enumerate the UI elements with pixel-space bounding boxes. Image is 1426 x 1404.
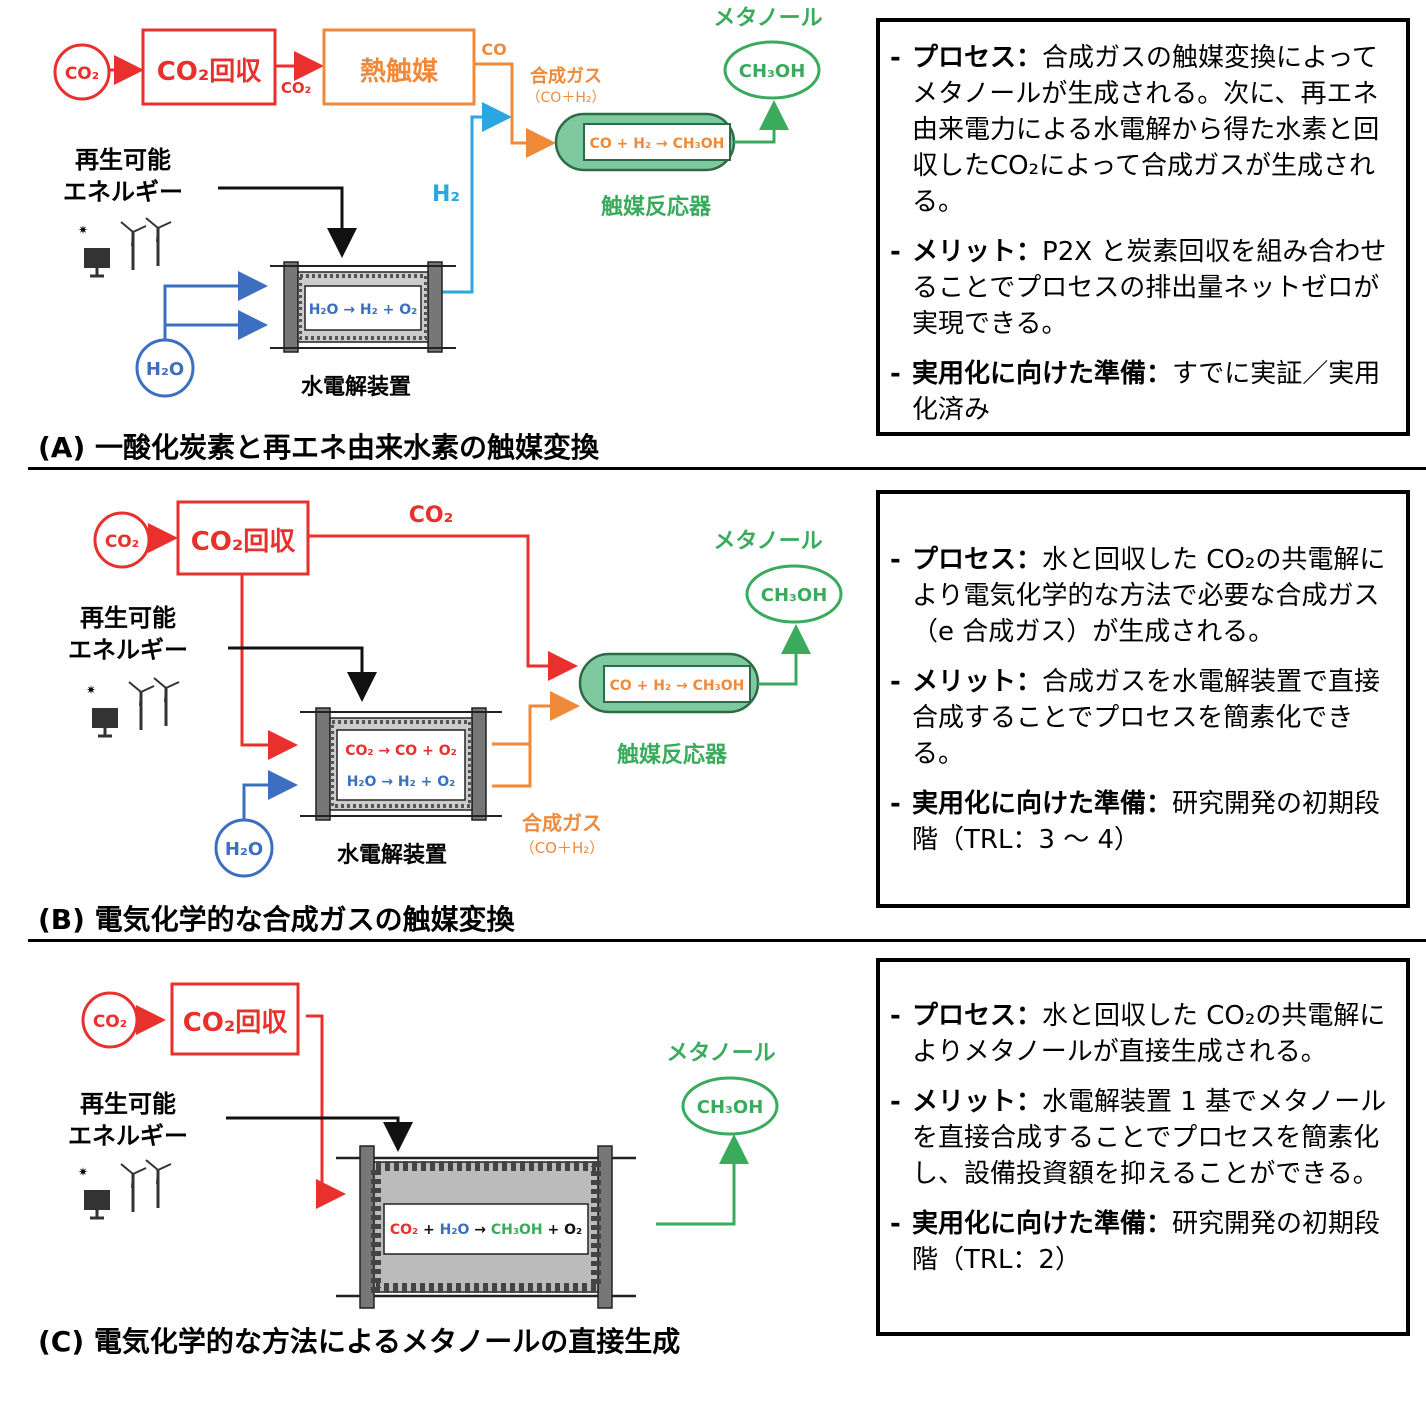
co2-flow-label: CO₂ <box>281 79 311 97</box>
svg-text:CH₃OH: CH₃OH <box>761 585 828 606</box>
info-a-process: -プロセス：合成ガスの触媒変換によってメタノールが生成される。次に、再エネ由来電… <box>890 43 1380 217</box>
info-b-readiness: -実用化に向けた準備：研究開発の初期段階（TRL：3 ～ 4） <box>890 789 1381 855</box>
svg-text:CO₂回収: CO₂回収 <box>183 1008 289 1038</box>
methanol-label: メタノール <box>713 6 822 31</box>
electrolyzer-label: 水電解装置 <box>301 374 411 400</box>
co2-flow-label: CO₂ <box>409 503 453 528</box>
co2-source-circle: CO₂ <box>93 511 151 569</box>
svg-text:CO₂ → CO + O₂: CO₂ → CO + O₂ <box>345 743 456 759</box>
svg-text:CO + H₂ → CH₃OH: CO + H₂ → CH₃OH <box>610 678 745 694</box>
svg-text:CO₂回収: CO₂回収 <box>191 527 297 557</box>
svg-text:CO₂: CO₂ <box>105 532 139 552</box>
reactor-label: 触媒反応器 <box>601 194 712 220</box>
co2-capture-box: CO₂回収 <box>141 28 277 106</box>
ch3oh-oval: CH₃OH <box>681 1076 779 1136</box>
caption-a: (A) 一酸化炭素と再エネ由来水素の触媒変換 <box>38 431 600 464</box>
info-c-readiness: -実用化に向けた準備：研究開発の初期段階（TRL：2） <box>890 1209 1381 1275</box>
info-box-c: -プロセス：水と回収した CO₂の共電解によりメタノールが直接生成される。 -メ… <box>876 958 1410 1336</box>
catalytic-reactor: CO + H₂ → CH₃OH <box>554 112 736 172</box>
divider-ab <box>28 467 1426 470</box>
diagram-a: CO₂ CO₂回収 CO₂ 熱触媒 CO 合成ガス （CO＋H₂） CO + H… <box>53 6 823 400</box>
svg-text:✷: ✷ <box>86 683 96 697</box>
reactor-label: 触媒反応器 <box>617 742 728 768</box>
svg-text:✷: ✷ <box>78 223 88 237</box>
divider-bc <box>28 939 1426 942</box>
svg-text:H₂O → H₂ + O₂: H₂O → H₂ + O₂ <box>309 302 418 318</box>
syngas-label: 合成ガス <box>522 811 602 835</box>
info-b-process: -プロセス：水と回収した CO₂の共電解により電気化学的な方法で必要な合成ガス（… <box>890 545 1386 647</box>
svg-text:CO + H₂ → CH₃OH: CO + H₂ → CH₃OH <box>590 136 725 152</box>
svg-text:CH₃OH: CH₃OH <box>697 1097 764 1118</box>
syngas-formula: （CO＋H₂） <box>527 90 606 106</box>
methanol-label: メタノール <box>666 1041 775 1066</box>
info-c-merit: -メリット：水電解装置 1 基でメタノールを直接合成することでプロセスを簡素化し… <box>890 1087 1387 1189</box>
renewable-label-2: エネルギー <box>68 636 188 664</box>
svg-text:H₂O: H₂O <box>146 359 184 380</box>
ch3oh-oval: CH₃OH <box>723 40 821 100</box>
electrolyzer-c: CO₂ + H₂O → CH₃OH + O₂ <box>336 1145 636 1309</box>
svg-text:H₂O: H₂O <box>225 839 263 860</box>
solar-wind-icon: ✷ <box>78 217 172 278</box>
diagram-c: CO₂ CO₂回収 再生可能 エネルギー ✷ CO₂ + H₂O → CH₃OH… <box>68 982 779 1309</box>
renewable-label-1: 再生可能 <box>80 604 176 632</box>
methanol-label: メタノール <box>713 529 822 554</box>
syngas-label: 合成ガス <box>530 65 602 87</box>
renewable-label-2: エネルギー <box>63 178 183 206</box>
ch3oh-oval: CH₃OH <box>745 564 843 624</box>
thermal-catalyst-box: 熱触媒 <box>322 28 476 106</box>
info-a-merit: -メリット：P2X と炭素回収を組み合わせることでプロセスの排出量ネットゼロが実… <box>890 237 1387 339</box>
info-b-merit: -メリット：合成ガスを水電解装置で直接合成することでプロセスを簡素化できる。 <box>890 667 1381 769</box>
info-c-process: -プロセス：水と回収した CO₂の共電解によりメタノールが直接生成される。 <box>890 1001 1386 1067</box>
electrolyzer-label: 水電解装置 <box>337 842 447 868</box>
svg-text:CO₂回収: CO₂回収 <box>157 57 263 87</box>
caption-c: (C) 電気化学的な方法によるメタノールの直接生成 <box>38 1325 681 1358</box>
svg-text:CO₂: CO₂ <box>65 64 99 84</box>
diagram-b: CO₂ CO₂回収 CO₂ メタノール CH₃OH CO + H₂ → CH₃O… <box>68 500 843 878</box>
solar-wind-icon: ✷ <box>86 677 180 738</box>
renewable-label-1: 再生可能 <box>75 146 171 174</box>
solar-wind-icon: ✷ <box>78 1159 172 1220</box>
info-box-a: -プロセス：合成ガスの触媒変換によってメタノールが生成される。次に、再エネ由来電… <box>876 18 1410 436</box>
h2-label: H₂ <box>432 182 460 207</box>
renewable-label-2: エネルギー <box>68 1122 188 1150</box>
co2-source-circle: CO₂ <box>53 43 111 101</box>
svg-text:H₂O → H₂ + O₂: H₂O → H₂ + O₂ <box>347 774 456 790</box>
co-flow-label: CO <box>481 40 506 59</box>
co2-capture-box: CO₂回収 <box>176 500 310 576</box>
caption-b: (B) 電気化学的な合成ガスの触媒変換 <box>38 903 515 936</box>
catalytic-reactor: CO + H₂ → CH₃OH <box>578 652 760 714</box>
syngas-formula: （CO＋H₂） <box>520 839 605 857</box>
svg-text:CO₂: CO₂ <box>93 1012 127 1032</box>
h2o-source-circle: H₂O <box>135 338 195 398</box>
co2-source-circle: CO₂ <box>81 991 139 1049</box>
electrolyzer-b: CO₂ → CO + O₂ H₂O → H₂ + O₂ <box>300 707 502 821</box>
electrolyzer-a: H₂O → H₂ + O₂ <box>270 261 456 353</box>
co2-capture-box: CO₂回収 <box>170 982 300 1056</box>
renewable-label-1: 再生可能 <box>80 1090 176 1118</box>
info-box-b: -プロセス：水と回収した CO₂の共電解により電気化学的な方法で必要な合成ガス（… <box>876 490 1410 908</box>
svg-text:✷: ✷ <box>78 1165 88 1179</box>
info-a-readiness: -実用化に向けた準備：すでに実証／実用化済み <box>890 359 1381 425</box>
h2o-source-circle: H₂O <box>214 818 274 878</box>
svg-text:CH₃OH: CH₃OH <box>739 61 806 82</box>
svg-text:熱触媒: 熱触媒 <box>360 57 439 87</box>
svg-text:CO₂ + H₂O → CH₃OH + O₂: CO₂ + H₂O → CH₃OH + O₂ <box>390 1222 582 1238</box>
